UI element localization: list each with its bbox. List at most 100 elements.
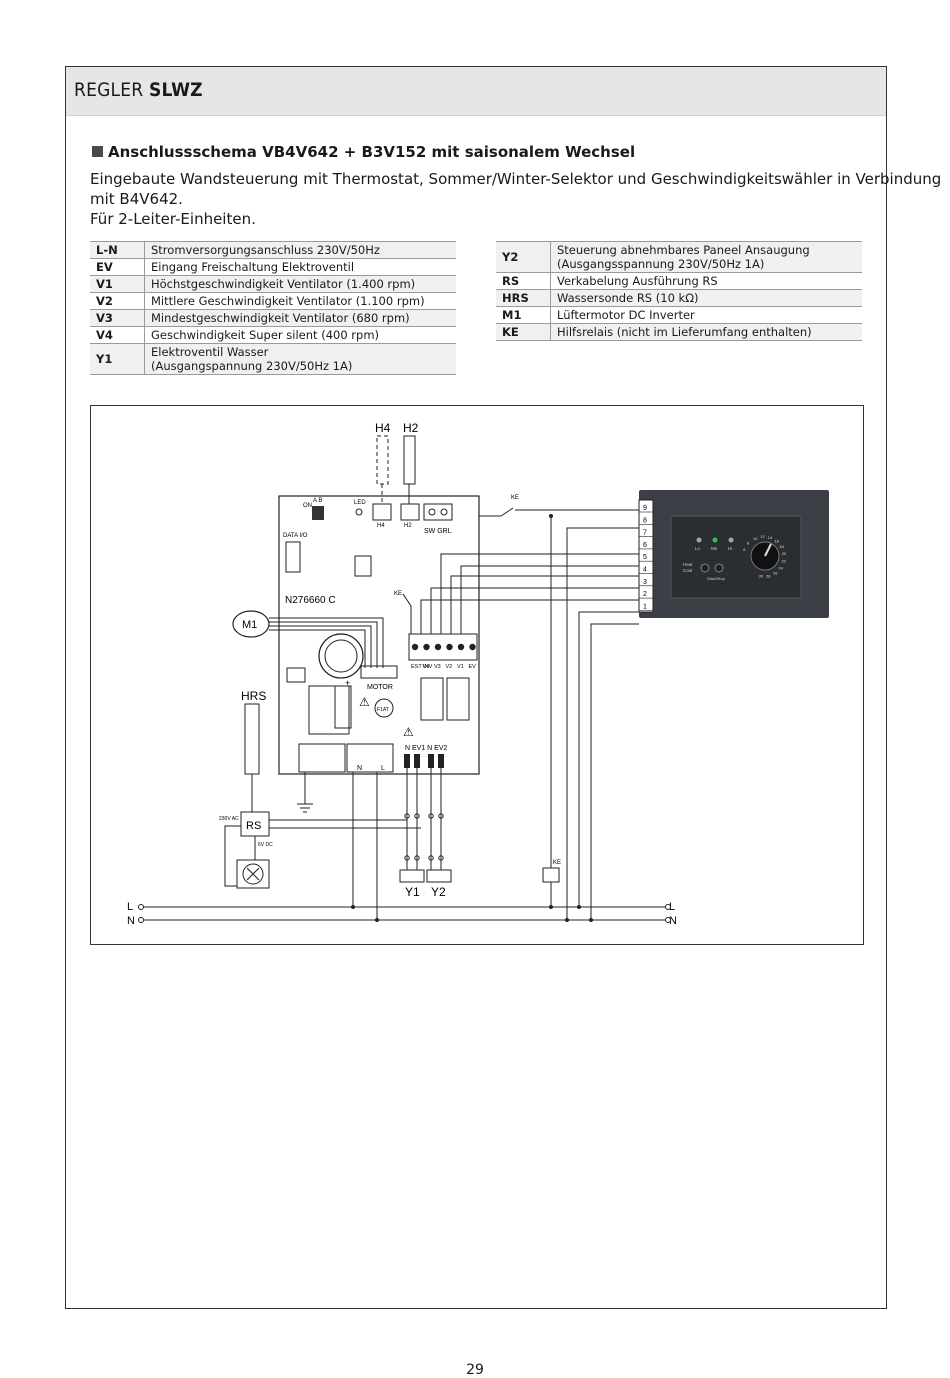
terminal-screw bbox=[423, 643, 430, 651]
dial-number: 10 bbox=[753, 536, 758, 541]
speed-terminal-block bbox=[408, 633, 478, 661]
panel-terminal-number: 2 bbox=[643, 591, 647, 598]
legend-description-line: (Ausgangspannung 230V/50Hz 1A) bbox=[151, 359, 353, 373]
panel-face bbox=[670, 515, 802, 599]
valve-label-y2: Y2 bbox=[431, 885, 446, 899]
swgrl-label: SW GRL bbox=[424, 528, 452, 535]
panel-speed-lo: Lo bbox=[695, 546, 701, 551]
capacitor bbox=[318, 633, 364, 679]
dial-number: 24 bbox=[778, 565, 783, 570]
intro-line: Eingebaute Wandsteuerung mit Thermostat,… bbox=[90, 170, 942, 188]
valve-label-y1: Y1 bbox=[405, 885, 420, 899]
valve-y2 bbox=[426, 869, 452, 883]
panel-terminal-number: 5 bbox=[643, 554, 647, 561]
dial-number: 8 bbox=[747, 541, 750, 546]
line-label-n-right: N bbox=[669, 915, 677, 927]
data-io-label: DATA I/O bbox=[283, 533, 308, 539]
legend-description-line: Elektroventil Wasser bbox=[151, 345, 269, 359]
legend-key: V2 bbox=[90, 292, 145, 310]
header-title: REGLER SLWZ bbox=[74, 79, 203, 101]
power-l-label: L bbox=[381, 765, 385, 772]
terminal-label: V1 bbox=[457, 664, 464, 670]
legend-key: RS bbox=[496, 272, 551, 290]
h4-connector-label: H4 bbox=[377, 523, 385, 529]
header-bar: REGLER SLWZ bbox=[66, 67, 886, 116]
power-n-label: N bbox=[357, 765, 362, 772]
line-label-l-right: L bbox=[669, 901, 675, 913]
panel-start-label: Start/Stop bbox=[707, 576, 726, 581]
legend-key: Y1 bbox=[90, 343, 145, 375]
legend-description-line: Mindestgeschwindigkeit Ventilator (680 r… bbox=[151, 311, 410, 325]
valve-pin bbox=[414, 754, 420, 768]
legend-description-line: Wassersonde RS (10 kΩ) bbox=[557, 291, 699, 305]
mode-button[interactable] bbox=[700, 563, 710, 573]
board-code: N276660 C bbox=[285, 595, 336, 606]
control-board bbox=[278, 495, 480, 775]
section-title: Anschlussschema VB4V642 + B3V152 mit sai… bbox=[92, 143, 635, 161]
terminal-screw bbox=[411, 643, 419, 651]
dial-number: 20 bbox=[782, 551, 787, 556]
panel-speed-hi: Hi bbox=[728, 546, 732, 551]
hrs-label: HRS bbox=[241, 689, 266, 703]
dial-number: 6 bbox=[743, 547, 746, 552]
legend-key: M1 bbox=[496, 306, 551, 324]
panel-mode-heat: Heat bbox=[683, 562, 693, 567]
intro-text: Eingebaute Wandsteuerung mit Thermostat,… bbox=[90, 169, 942, 229]
legend-description: Lüftermotor DC Inverter bbox=[550, 306, 862, 324]
valve-y1 bbox=[399, 869, 425, 883]
led-lo bbox=[696, 537, 702, 543]
legend-row: M1 Lüftermotor DC Inverter bbox=[496, 306, 862, 324]
auxiliary-fan bbox=[236, 859, 270, 889]
motor-label: MOTOR bbox=[367, 684, 393, 691]
earth-terminal bbox=[298, 743, 346, 773]
led-hi bbox=[728, 537, 734, 543]
led-label: LED bbox=[354, 500, 366, 506]
ab-label: A B bbox=[313, 498, 322, 504]
relay-2 bbox=[446, 677, 470, 721]
legend-description: Geschwindigkeit Super silent (400 rpm) bbox=[144, 326, 456, 344]
led-me bbox=[712, 537, 718, 543]
dial-number: 18 bbox=[779, 544, 784, 549]
terminal-screw bbox=[469, 643, 476, 651]
dial-number: 28 bbox=[766, 574, 771, 579]
legend-description: Mindestgeschwindigkeit Ventilator (680 r… bbox=[144, 309, 456, 327]
terminal-screw bbox=[434, 643, 442, 651]
terminal-label: EST INV bbox=[411, 664, 433, 670]
valve-pin bbox=[428, 754, 434, 768]
legend-row: Y1 Elektroventil Wasser(Ausgangspannung 2… bbox=[90, 343, 456, 375]
panel-terminal-number: 7 bbox=[643, 530, 647, 537]
intro-line: Für 2-Leiter-Einheiten. bbox=[90, 210, 256, 228]
legend-row: KE Hilfsrelais (nicht im Lieferumfang en… bbox=[496, 323, 862, 341]
valve-pin bbox=[404, 754, 410, 768]
panel-speed-me: Me bbox=[711, 546, 718, 551]
panel-terminal-number: 3 bbox=[643, 579, 647, 586]
dial-number: 16 bbox=[774, 538, 779, 543]
ke-label-bottom: KE bbox=[553, 860, 561, 866]
terminal-label: V3 bbox=[434, 664, 441, 670]
legend-description-line: Höchstgeschwindigkeit Ventilator (1.400 … bbox=[151, 277, 416, 291]
rs-voltage-ac: 230V AC bbox=[219, 816, 239, 822]
panel-terminal-strip bbox=[638, 499, 654, 613]
page-number: 29 bbox=[466, 1362, 484, 1378]
legend-description-line: Geschwindigkeit Super silent (400 rpm) bbox=[151, 328, 380, 342]
water-probe-hrs bbox=[244, 703, 260, 775]
legend-description-line: Stromversorgungsanschluss 230V/50Hz bbox=[151, 243, 380, 257]
sensor-label-h4: H4 bbox=[375, 421, 391, 435]
on-label: ON bbox=[303, 503, 312, 509]
h2-sensor bbox=[403, 435, 416, 485]
legend-key: EV bbox=[90, 258, 145, 276]
legend-description-line: Lüftermotor DC Inverter bbox=[557, 308, 695, 322]
dial-number: 14 bbox=[768, 535, 773, 540]
rs-voltage-dc: 6V DC bbox=[258, 842, 273, 848]
dial-number: 22 bbox=[781, 559, 786, 564]
motor-connector bbox=[360, 665, 398, 679]
speed-button[interactable] bbox=[714, 563, 724, 573]
intro-line: mit B4V642. bbox=[90, 190, 183, 208]
